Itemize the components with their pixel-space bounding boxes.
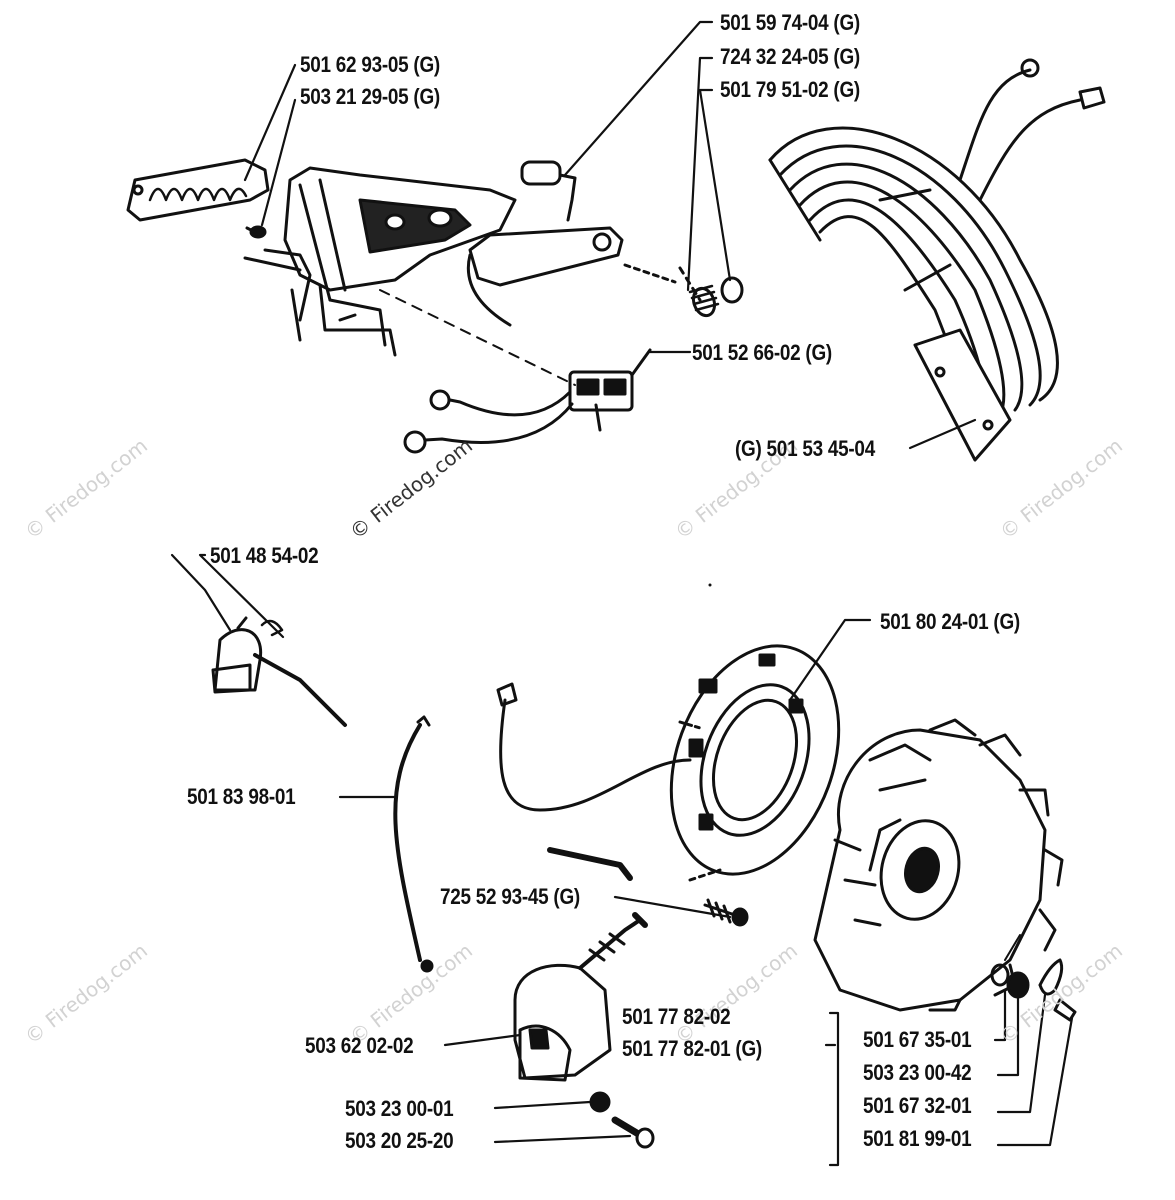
decoration-marks bbox=[708, 583, 712, 587]
part-label: 724 32 24-05 (G) bbox=[720, 44, 860, 69]
stop-switch-bolt bbox=[623, 263, 744, 318]
module-washer-screw bbox=[589, 1091, 655, 1149]
part-label: 501 80 24-01 (G) bbox=[880, 609, 1020, 634]
part-label: 501 83 98-01 bbox=[187, 784, 296, 809]
ignition-lead bbox=[393, 715, 434, 973]
part-label: 501 62 93-05 (G) bbox=[300, 52, 440, 77]
spark-plug-cap bbox=[211, 616, 347, 727]
part-label: 501 59 74-04 (G) bbox=[720, 10, 860, 35]
part-label: 501 77 82-02 bbox=[622, 1004, 731, 1029]
ignition-wire-fragment bbox=[547, 847, 633, 881]
part-label: 501 79 51-02 (G) bbox=[720, 77, 860, 102]
part-label: 501 77 82-01 (G) bbox=[622, 1036, 762, 1061]
ignition-module bbox=[513, 912, 648, 1082]
heat-shield-plate bbox=[126, 158, 270, 222]
part-label: 501 48 54-02 bbox=[210, 543, 319, 568]
flywheel bbox=[813, 718, 1064, 1012]
leader-lines bbox=[170, 20, 1074, 1167]
part-label: 501 67 32-01 bbox=[863, 1093, 972, 1118]
part-label: 501 52 66-02 (G) bbox=[692, 340, 832, 365]
part-label: 501 67 35-01 bbox=[863, 1027, 972, 1052]
ignition-cable-bundle bbox=[768, 58, 1106, 462]
part-label: 503 62 02-02 bbox=[305, 1033, 414, 1058]
spark-plug-cap-top bbox=[520, 160, 577, 222]
part-label: (G) 501 53 45-04 bbox=[735, 436, 875, 461]
stator-screw bbox=[688, 868, 749, 927]
stop-switch-wire bbox=[379, 289, 652, 454]
part-label: 503 21 29-05 (G) bbox=[300, 84, 440, 109]
throttle-lever-plate bbox=[466, 226, 624, 327]
part-label: 501 81 99-01 bbox=[863, 1126, 972, 1151]
part-label: 503 20 25-20 bbox=[345, 1128, 454, 1153]
part-label: 503 23 00-42 bbox=[863, 1060, 972, 1085]
stator-armature bbox=[496, 644, 841, 876]
part-label: 725 52 93-45 (G) bbox=[440, 884, 580, 909]
flywheel-hardware bbox=[990, 934, 1077, 1022]
switch-housing bbox=[243, 166, 517, 357]
part-label: 503 23 00-01 bbox=[345, 1096, 454, 1121]
screw-small-top bbox=[245, 225, 267, 239]
